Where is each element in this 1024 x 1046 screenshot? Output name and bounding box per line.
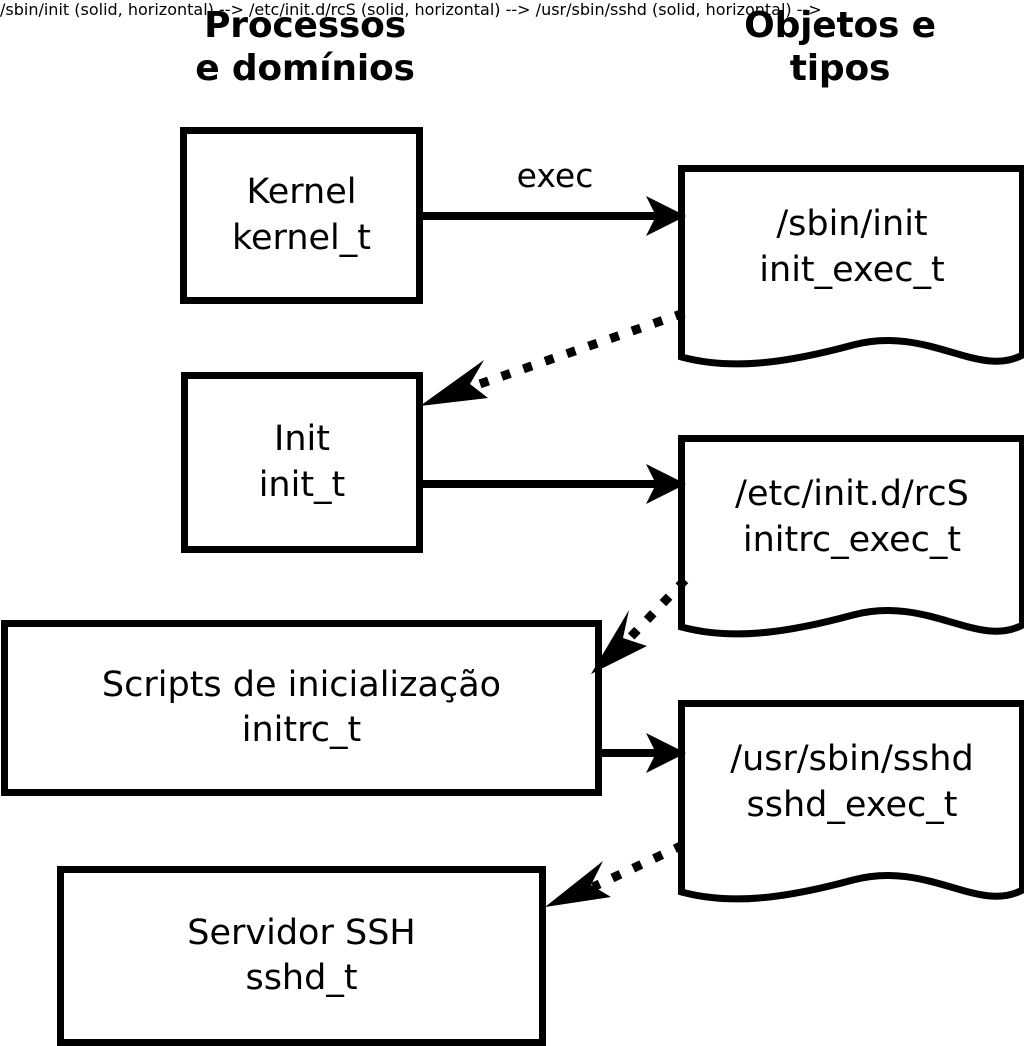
process-box-sshd[interactable]: Servidor SSH sshd_t [57,866,546,1046]
edge-label-exec: exec [516,156,594,195]
process-init-domain: init_t [258,464,346,505]
object-doc-init-exec[interactable]: /sbin/init init_exec_t [678,165,1024,390]
process-kernel-title: Kernel [246,172,357,212]
process-init-title: Init [274,419,330,459]
edge-initrc-to-sshd-exec [598,727,688,779]
process-initrc-domain: initrc_t [241,710,362,750]
column-header-objects: Objetos e tipos [744,5,936,90]
edge-initrc-exec-to-initrc [575,570,700,685]
edge-kernel-exec-init-exec [418,190,688,242]
process-sshd-domain: sshd_t [245,958,358,998]
edge-init-to-initrc-exec [418,458,688,510]
edge-sshd-exec-to-sshd [535,835,695,930]
object-doc-sshd-exec[interactable]: /usr/sbin/sshd sshd_exec_t [678,700,1024,925]
process-box-init[interactable]: Init init_t [181,372,423,553]
process-box-kernel[interactable]: Kernel kernel_t [180,127,423,304]
column-header-processes: Processos e domínios [195,5,415,90]
process-sshd-title: Servidor SSH [187,912,416,953]
edge-init-exec-to-init [412,300,692,420]
process-initrc-title: Scripts de inicialização [101,664,502,705]
process-box-initrc[interactable]: Scripts de inicialização initrc_t [1,620,602,796]
object-doc-initrc-exec[interactable]: /etc/init.d/rcS initrc_exec_t [678,435,1024,660]
process-kernel-domain: kernel_t [232,217,371,258]
